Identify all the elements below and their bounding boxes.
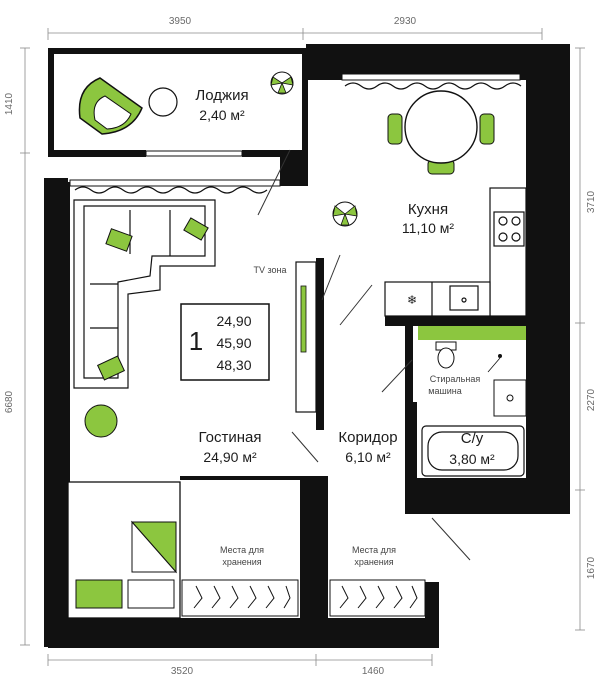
- storage-left-label-1: Места для: [220, 545, 264, 555]
- washing-label-2: машина: [428, 386, 461, 396]
- rooms-count: 1: [189, 326, 203, 356]
- dim-bottom-left: 3520: [171, 666, 194, 677]
- living-ottoman: [84, 404, 118, 438]
- bathtub: [421, 425, 525, 477]
- dim-left-top: 1410: [4, 92, 15, 115]
- dim-right-mid: 2270: [586, 388, 597, 411]
- loggia-plant: [270, 71, 294, 95]
- bathroom-name: С/у: [461, 430, 484, 447]
- bed: [67, 481, 181, 619]
- dim-left-main: 6680: [4, 390, 15, 413]
- storage-left: [181, 579, 299, 617]
- dimension-lines: [20, 28, 585, 666]
- sofa: [73, 199, 216, 389]
- summary-box: [180, 303, 270, 381]
- doors: [257, 149, 471, 561]
- washing-label-1: Стиральная: [430, 374, 481, 384]
- living-area-value: 24,90: [216, 313, 251, 329]
- loggia-table: [148, 87, 178, 117]
- fridge-icon: ❄: [407, 293, 417, 307]
- total-loggia-area-value: 48,30: [216, 357, 251, 373]
- living-area: 24,90 м²: [203, 449, 257, 465]
- loggia-armchair: [78, 77, 143, 135]
- kitchen-counter: [384, 187, 527, 317]
- windows: [69, 73, 521, 187]
- corridor-name: Коридор: [338, 429, 397, 446]
- bathroom-accent-stripe: [418, 326, 526, 340]
- dim-right-bottom: 1670: [586, 556, 597, 579]
- kitchen-name: Кухня: [408, 201, 448, 218]
- loggia-area: 2,40 м²: [199, 107, 245, 123]
- tv-stand: [295, 261, 317, 413]
- dim-top-left: 3950: [169, 16, 192, 27]
- loggia-name: Лоджия: [195, 87, 248, 104]
- storage-right-label-2: хранения: [354, 557, 393, 567]
- bathroom-area: 3,80 м²: [449, 451, 495, 467]
- dim-right-top: 3710: [586, 190, 597, 213]
- kitchen-area: 11,10 м²: [402, 220, 455, 236]
- tv-zone-label: TV зона: [253, 265, 286, 275]
- sofa-pillows: [96, 217, 209, 381]
- curtains: [74, 82, 522, 194]
- dining-table: [387, 90, 495, 175]
- dim-bottom-right: 1460: [362, 666, 385, 677]
- living-name: Гостиная: [199, 429, 262, 446]
- toilet-icon: [435, 341, 457, 369]
- storage-right-label-1: Места для: [352, 545, 396, 555]
- storage-left-label-2: хранения: [222, 557, 261, 567]
- total-area-value: 45,90: [216, 335, 251, 351]
- dim-top-right: 2930: [394, 16, 417, 27]
- corridor-area: 6,10 м²: [345, 449, 391, 465]
- washing-pointer-dot: [498, 354, 502, 358]
- storage-right: [329, 579, 426, 617]
- kitchen-plant: [332, 201, 358, 227]
- washing-machine-icon: [493, 379, 527, 417]
